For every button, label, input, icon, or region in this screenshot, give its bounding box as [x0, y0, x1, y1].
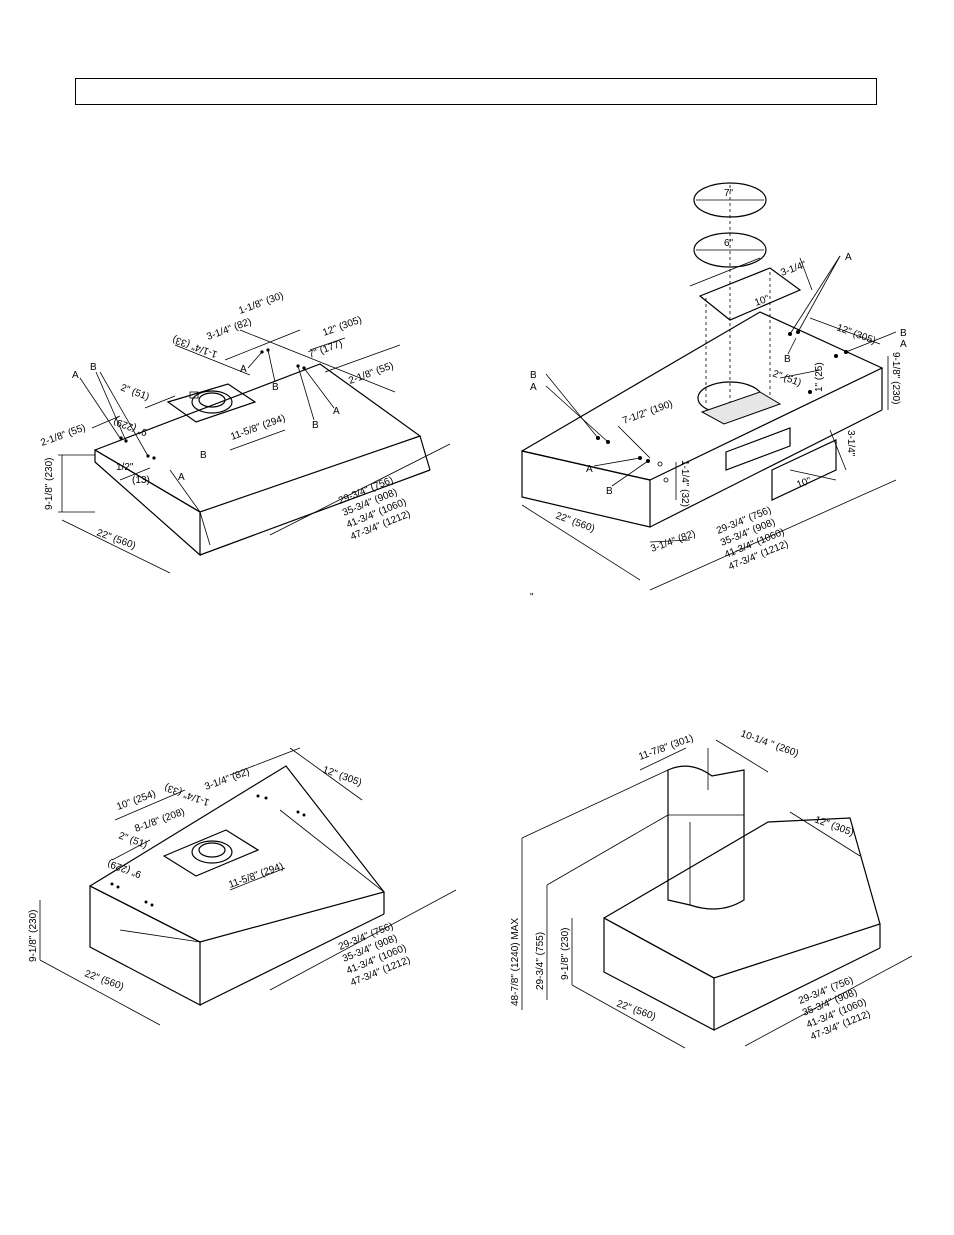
fig4-front-face: [603, 916, 715, 1031]
fig2-label-a2: A: [586, 464, 593, 475]
fig2-damper-plate: [698, 267, 802, 321]
fig1-left-a: 2" (51): [119, 382, 151, 402]
fig1-left-c: 2-1/8" (55): [39, 422, 87, 448]
fig2-right-e: 10": [795, 475, 813, 491]
fig1-label-a3: A: [240, 364, 247, 375]
fig3-left-d: 9" (229): [106, 857, 143, 879]
fig2-rect-w: 10": [753, 293, 771, 309]
fig2-label-b1: B: [530, 370, 537, 381]
fig1-label-b4: B: [312, 420, 319, 431]
fig2-right-d: 3-1/4": [845, 430, 856, 457]
fig1-mid: 11-5/8" (294): [229, 413, 287, 443]
fig4-depth: 22" (560): [615, 998, 657, 1022]
fig3-mid: 11-5/8" (294): [227, 861, 285, 891]
fig2-circle-7: 7": [724, 188, 734, 199]
fig1-label-a4: A: [333, 406, 340, 417]
fig1-top-a: 1-1/8" (30): [237, 290, 285, 316]
fig2-label-b2: B: [606, 486, 613, 497]
fig1-top-e: 7" (177): [307, 338, 344, 360]
fig2-front-face: [521, 450, 651, 528]
fig2-cutout-2: [771, 439, 837, 501]
fig2-left-a: 7-1/2" (190): [621, 399, 674, 427]
fig1-height: 9-1/8" (230): [44, 458, 55, 510]
fig1-label-b2: B: [200, 450, 207, 461]
fig1-top-b: 3-1/4" (82): [205, 316, 253, 342]
figure-1-under-cabinet-hood: 1-1/8" (30) 3-1/4" (82) 1-1/4" (33) 12" …: [39, 290, 451, 574]
fig2-top-outline: [521, 311, 884, 481]
fig1-depth: 22" (560): [95, 527, 137, 551]
fig2-left-c: 3-1/4" (82): [649, 528, 697, 554]
fig3-left-c: 2" (51): [117, 830, 149, 850]
fig2-label-a4: A: [900, 339, 907, 350]
fig1-label-a2: A: [178, 472, 185, 483]
fig4-top-outline: [603, 817, 881, 979]
fig1-top-d: 12" (305): [321, 315, 363, 339]
header-box: [75, 78, 877, 105]
fig2-cutout-1: [725, 427, 791, 471]
fig1-label-b3: B: [272, 382, 279, 393]
fig2-right-b: 2" (51): [771, 368, 803, 388]
fig1-blower-plate: [166, 383, 257, 423]
fig3-left-a: 10" (254): [115, 789, 157, 813]
fig1-label-a1: A: [72, 370, 79, 381]
fig4-chimney-d: 10-1/4 " (260): [739, 728, 800, 759]
fig4-height: 9-1/8" (230): [560, 928, 571, 980]
fig2-height: 9-1/8" (230): [890, 352, 901, 404]
fig1-mount-holes: [119, 348, 306, 460]
fig1-left-d: 1/2": [116, 462, 134, 473]
fig2-rect-h: 3-1/4": [779, 259, 808, 279]
fig3-left-b: 8-1/8" (208): [133, 807, 186, 835]
fig2-label-a1: A: [530, 382, 537, 393]
fig2-label-a3: A: [845, 252, 852, 263]
fig1-left-e: (13): [132, 475, 150, 486]
fig3-top-a: 3-1/4" (82): [203, 766, 251, 792]
fig2-right-a: 12" (305): [835, 322, 877, 346]
fig2-right-c: 1" (25): [814, 362, 825, 392]
fig4-max-height: 48-7/8" (1240) MAX: [510, 918, 521, 1006]
fig2-label-b4: B: [900, 328, 907, 339]
figure-2-hood-with-duct: 7" 6" 10" 3-1/4" 12" (305) 2" (51) 1" (2…: [521, 182, 907, 591]
fig4-chimney-w: 11-7/8" (301): [637, 733, 695, 763]
fig2-circle-6: 6": [724, 238, 734, 249]
fig1-label-b1: B: [90, 362, 97, 373]
fig3-depth: 22" (560): [83, 968, 125, 992]
fig4-chimney: [667, 765, 745, 910]
fig2-depth: 22" (560): [554, 510, 596, 534]
fig3-blower-plate: [162, 829, 260, 877]
figure-3-under-cabinet-hood: 3-1/4" (82) 12" (305) 1-1/4" (33) 10" (2…: [28, 747, 457, 1026]
stray-mark: ": [530, 592, 534, 603]
fig3-height: 9-1/8" (230): [28, 910, 39, 962]
fig3-mount-holes: [110, 794, 306, 907]
fig2-left-b: 1-1/4" (32): [679, 460, 690, 507]
fig4-min-height: 29-3/4" (755): [535, 932, 546, 990]
figure-4-chimney-hood: 11-7/8" (301) 10-1/4 " (260) 12" (305) 4…: [510, 728, 913, 1049]
fig2-label-b3: B: [784, 354, 791, 365]
fig3-top-outline: [89, 765, 386, 943]
